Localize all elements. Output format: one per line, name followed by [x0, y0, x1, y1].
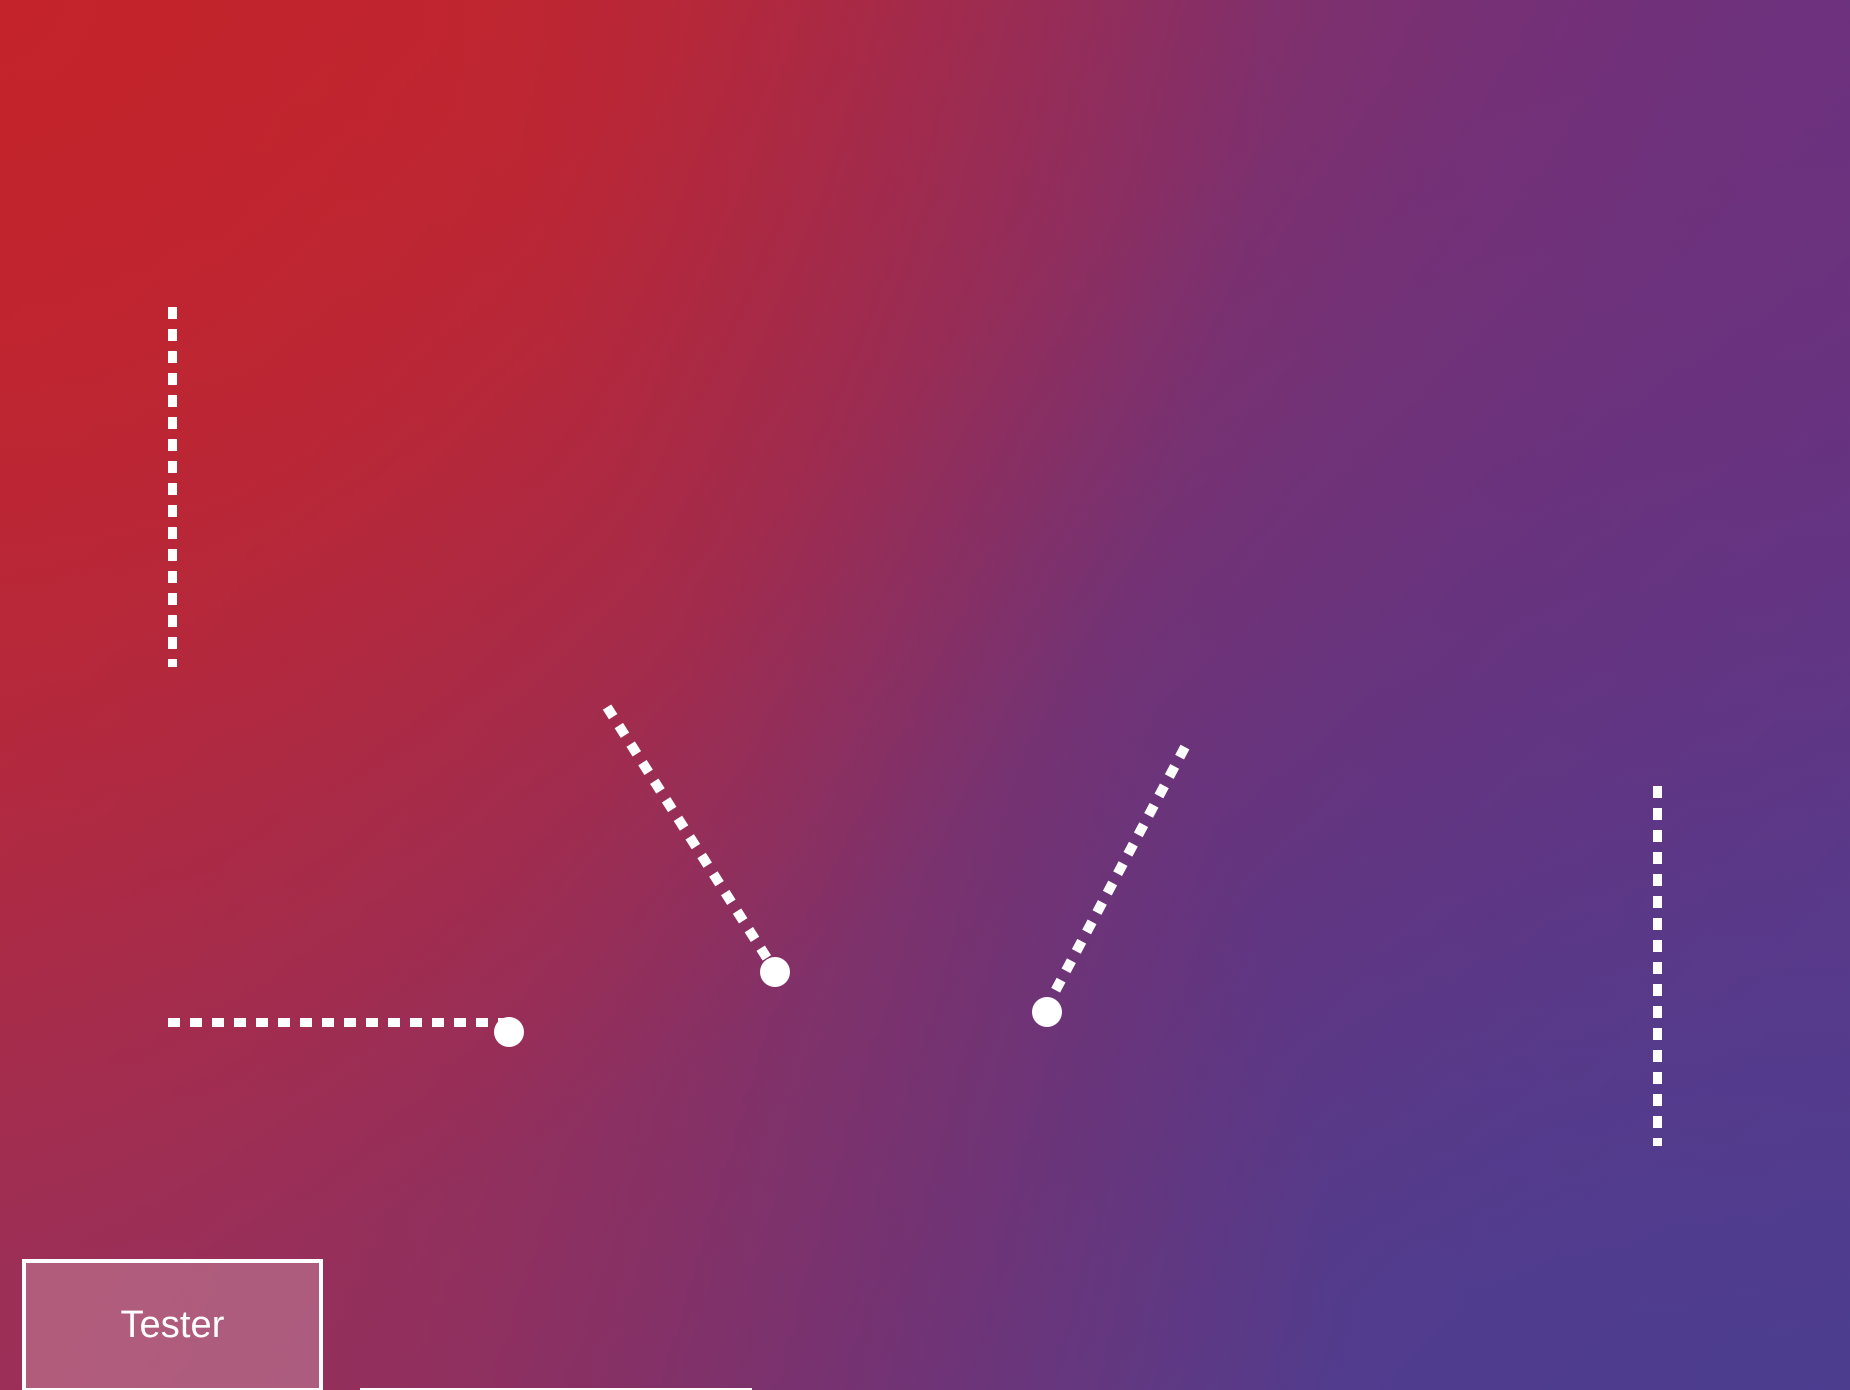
- connector-other-users-vertical: [1653, 786, 1662, 1146]
- connector-organization-user-diagonal: [1041, 744, 1190, 1011]
- node-organization[interactable]: Organization: [360, 1388, 752, 1390]
- connector-tester-vertical: [168, 307, 177, 667]
- connector-endpoint-organization: [760, 957, 790, 987]
- connector-organization-diagonal: [602, 704, 779, 972]
- node-tester[interactable]: Tester: [22, 1259, 323, 1390]
- connector-tester-horizontal: [168, 1018, 508, 1027]
- connector-endpoint-organization-user: [1032, 997, 1062, 1027]
- connector-endpoint-tester: [494, 1017, 524, 1047]
- node-tester-label: Tester: [120, 1303, 225, 1346]
